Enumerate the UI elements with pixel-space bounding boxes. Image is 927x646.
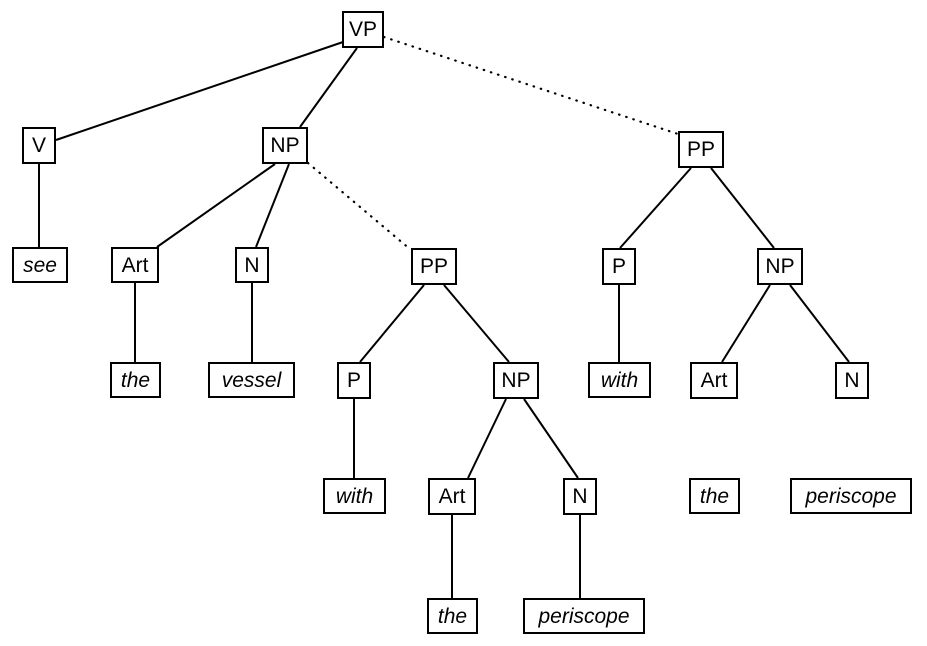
tree-node-label: Art: [700, 369, 728, 392]
tree-edge-pp_right-to-p_right: [619, 167, 692, 249]
tree-node-vp[interactable]: VP: [342, 11, 384, 48]
tree-node-label: N: [244, 253, 260, 277]
tree-node-np1[interactable]: NP: [262, 127, 308, 164]
tree-edge-vp-to-np1: [299, 47, 358, 128]
tree-node-label: vessel: [221, 368, 282, 392]
tree-node-label: periscope: [538, 604, 630, 628]
tree-node-vessel[interactable]: vessel: [208, 362, 295, 398]
tree-node-the1[interactable]: the: [110, 362, 161, 398]
tree-node-with_r[interactable]: with: [588, 362, 651, 398]
tree-node-label: the: [699, 484, 730, 508]
tree-node-label: NP: [765, 255, 795, 278]
tree-node-art_right[interactable]: Art: [690, 362, 738, 399]
tree-edge-vp-to-pp_right: [382, 35, 680, 136]
tree-node-label: V: [31, 134, 46, 157]
tree-edge-np_mid-to-n_mid: [523, 398, 579, 479]
tree-node-p_mid[interactable]: P: [337, 362, 371, 399]
tree-node-perisc_r[interactable]: periscope: [790, 478, 912, 514]
tree-edge-np_right-to-n_right: [789, 284, 850, 363]
tree-node-label: P: [611, 255, 626, 278]
tree-node-the_m[interactable]: the: [427, 598, 478, 634]
tree-edge-np1-to-pp_mid: [306, 161, 413, 252]
tree-node-n_mid[interactable]: N: [563, 478, 597, 515]
tree-edge-pp_mid-to-np_mid: [443, 284, 510, 363]
tree-edge-vp-to-v: [55, 41, 344, 141]
tree-node-label: N: [844, 369, 860, 392]
tree-node-label: NP: [501, 369, 531, 392]
tree-node-with_m[interactable]: with: [323, 478, 386, 514]
tree-node-label: P: [346, 369, 361, 392]
tree-node-np_mid[interactable]: NP: [493, 362, 539, 399]
tree-edge-np1-to-art1: [156, 163, 276, 248]
tree-node-label: the: [437, 604, 468, 628]
tree-node-pp_right[interactable]: PP: [678, 131, 724, 168]
tree-node-art1[interactable]: Art: [111, 247, 159, 283]
tree-node-pp_mid[interactable]: PP: [411, 248, 457, 285]
tree-node-label: with: [600, 368, 639, 392]
tree-node-np_right[interactable]: NP: [757, 248, 803, 285]
tree-node-label: periscope: [805, 484, 897, 508]
tree-node-see[interactable]: see: [12, 247, 68, 283]
tree-node-the_r[interactable]: the: [689, 478, 740, 514]
tree-node-perisc_m[interactable]: periscope: [523, 598, 645, 634]
tree-node-label: the: [120, 368, 151, 392]
tree-edge-np1-to-n1: [255, 163, 290, 248]
tree-node-label: Art: [438, 485, 466, 508]
tree-node-label: N: [572, 485, 588, 508]
tree-node-p_right[interactable]: P: [602, 248, 636, 285]
tree-node-label: Art: [121, 253, 149, 277]
tree-node-label: PP: [686, 138, 715, 161]
tree-node-label: PP: [419, 255, 448, 278]
tree-node-n1[interactable]: N: [235, 247, 269, 283]
edges-group: [38, 35, 850, 598]
tree-edge-pp_right-to-np_right: [710, 167, 775, 249]
tree-node-label: see: [23, 253, 57, 277]
tree-node-n_right[interactable]: N: [835, 362, 869, 399]
tree-node-label: NP: [270, 134, 300, 157]
tree-node-label: VP: [348, 18, 377, 41]
tree-edge-np_mid-to-art_mid: [467, 398, 507, 479]
tree-node-label: with: [335, 484, 374, 508]
tree-edge-np_right-to-art_right: [721, 284, 771, 363]
tree-edge-pp_mid-to-p_mid: [359, 284, 425, 363]
tree-node-v[interactable]: V: [22, 127, 56, 164]
tree-node-art_mid[interactable]: Art: [428, 478, 476, 515]
